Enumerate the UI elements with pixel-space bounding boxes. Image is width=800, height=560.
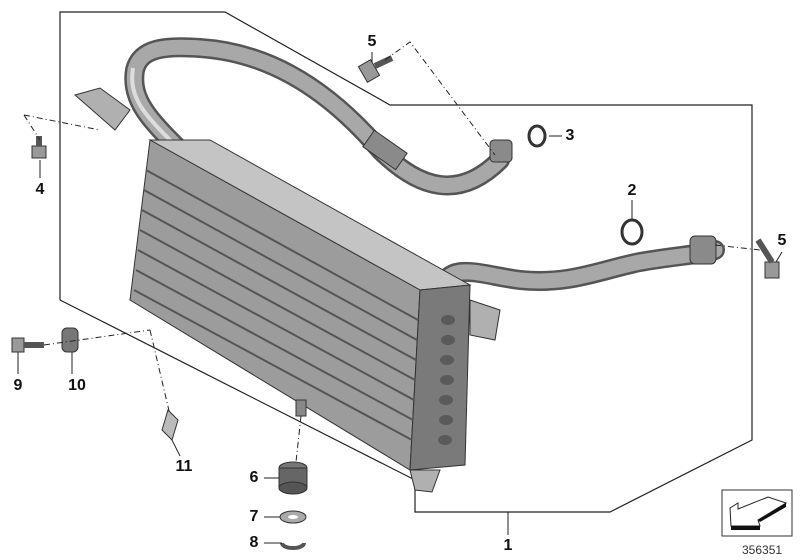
leader-lines [23,41,761,463]
diagram-code: 356351 [742,543,783,557]
callout-1: 1 [503,537,513,554]
view-direction-arrow-icon [721,489,793,537]
callout-7: 7 [249,508,259,525]
clip-8 [280,542,306,550]
callout-9: 9 [13,377,23,394]
assembly-outline-diagonal [59,299,416,481]
o-ring-3 [527,124,547,148]
grommet-6 [278,461,308,495]
grommet-10 [61,327,79,353]
callout-2: 2 [627,182,637,199]
callout-4: 4 [35,181,45,198]
callout-6: 6 [249,469,259,486]
assembly-outline [59,11,753,513]
upper-oil-hose [73,37,513,196]
callout-leaders [17,52,783,544]
callout-10: 10 [68,377,86,394]
oil-cooler [129,139,501,493]
washer-7 [279,510,307,524]
callout-3: 3 [565,127,575,144]
bolt-5-right [755,238,780,279]
callout-11: 11 [175,458,193,475]
callout-5-right: 5 [777,232,787,249]
callout-5-upper: 5 [367,33,377,50]
bolt-9 [11,337,44,353]
bolt-5-upper [357,55,394,83]
clip-11 [161,409,179,441]
lower-oil-hose [430,235,725,300]
callout-8: 8 [249,534,259,551]
o-ring-2 [620,218,644,246]
